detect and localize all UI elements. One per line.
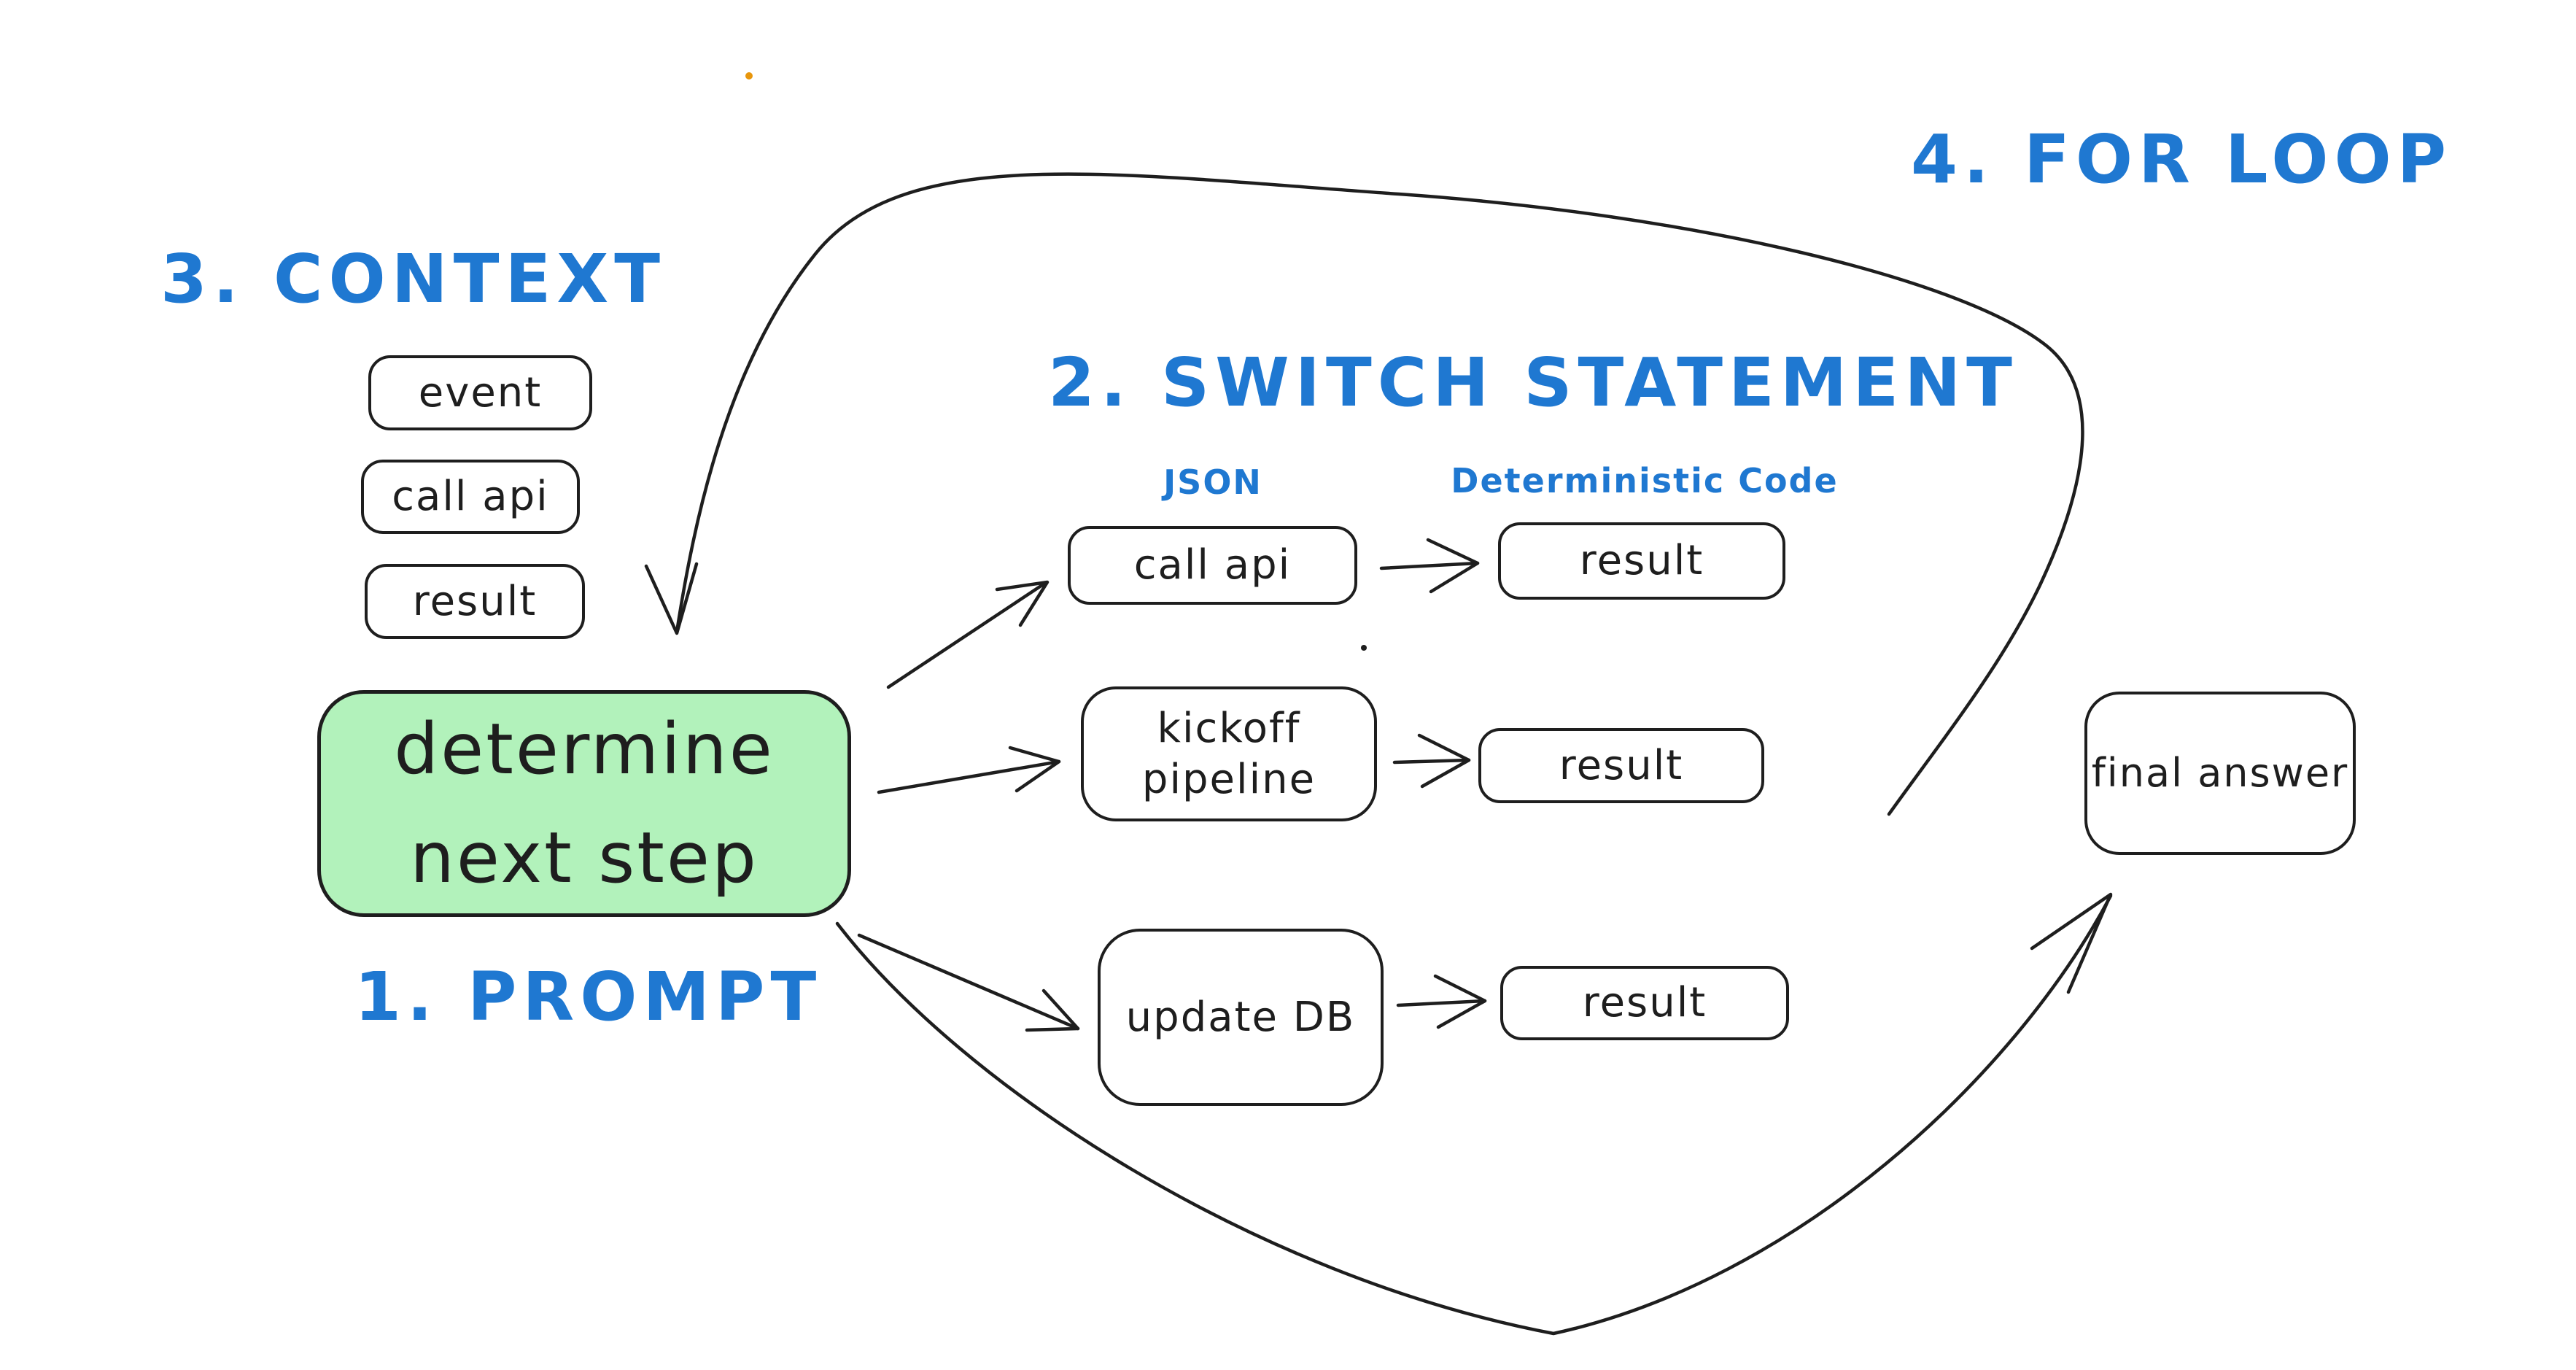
switch-result-call-api: result	[1498, 522, 1785, 600]
heading-for-loop: 4. FOR LOOP	[1911, 120, 2453, 198]
switch-action-label: kickoff	[1157, 704, 1301, 752]
switch-action-label: update DB	[1125, 993, 1356, 1041]
column-label-json: JSON	[1163, 463, 1262, 502]
final-answer-arrowhead-icon	[2030, 892, 2113, 994]
column-label-deterministic-code: Deterministic Code	[1451, 461, 1839, 500]
arrow-to-update-db-head-icon	[1025, 988, 1080, 1032]
for-loop-return-arrowhead-icon	[644, 562, 699, 635]
switch-result-label: result	[1559, 741, 1684, 789]
switch-result-label: result	[1582, 979, 1707, 1026]
final-answer-node: final answer	[2084, 692, 2356, 855]
determine-next-step-line2: next step	[410, 816, 759, 899]
arrow-update-db-to-result-head-icon	[1433, 974, 1487, 1029]
arrow-call-api-to-result-head-icon	[1426, 538, 1480, 594]
context-node-label: result	[412, 577, 538, 625]
switch-action-call-api: call api	[1068, 526, 1357, 605]
switch-result-update-db: result	[1500, 966, 1789, 1040]
arrow-to-update-db	[857, 933, 1080, 1031]
arrow-call-api-to-result	[1379, 561, 1480, 570]
final-answer-curve	[835, 894, 2113, 1336]
switch-action-label: call api	[1133, 541, 1292, 589]
switch-action-label-line2: pipeline	[1141, 755, 1316, 803]
determine-next-step-line1: determine	[394, 708, 775, 790]
switch-action-update-db: update DB	[1098, 929, 1384, 1106]
determine-next-step-node: determine next step	[317, 690, 851, 917]
arrow-to-kickoff-pipeline	[877, 759, 1061, 794]
arrow-update-db-to-result	[1396, 999, 1487, 1007]
arrow-kickoff-to-result-head-icon	[1417, 733, 1471, 789]
heading-context: 3. CONTEXT	[160, 240, 667, 318]
switch-result-kickoff-pipeline: result	[1478, 728, 1764, 803]
context-node-call-api: call api	[361, 460, 580, 534]
heading-switch-statement: 2. SWITCH STATEMENT	[1048, 344, 2018, 422]
orange-speck	[745, 72, 753, 80]
arrow-to-call-api-head-icon	[995, 580, 1050, 627]
arrow-to-kickoff-pipeline-head-icon	[1008, 746, 1061, 793]
ink-speck	[1361, 645, 1367, 651]
context-node-label: event	[418, 368, 543, 417]
heading-prompt: 1. PROMPT	[354, 958, 823, 1036]
arrow-kickoff-to-result	[1392, 758, 1471, 765]
arrow-to-call-api	[886, 581, 1047, 689]
context-node-event: event	[368, 355, 592, 430]
final-answer-label: final answer	[2091, 750, 2349, 797]
context-node-result: result	[365, 564, 585, 639]
context-node-label: call api	[392, 473, 549, 520]
switch-result-label: result	[1579, 537, 1704, 584]
switch-action-kickoff-pipeline: kickoff pipeline	[1081, 686, 1377, 821]
for-loop-return-curve	[675, 172, 2084, 816]
